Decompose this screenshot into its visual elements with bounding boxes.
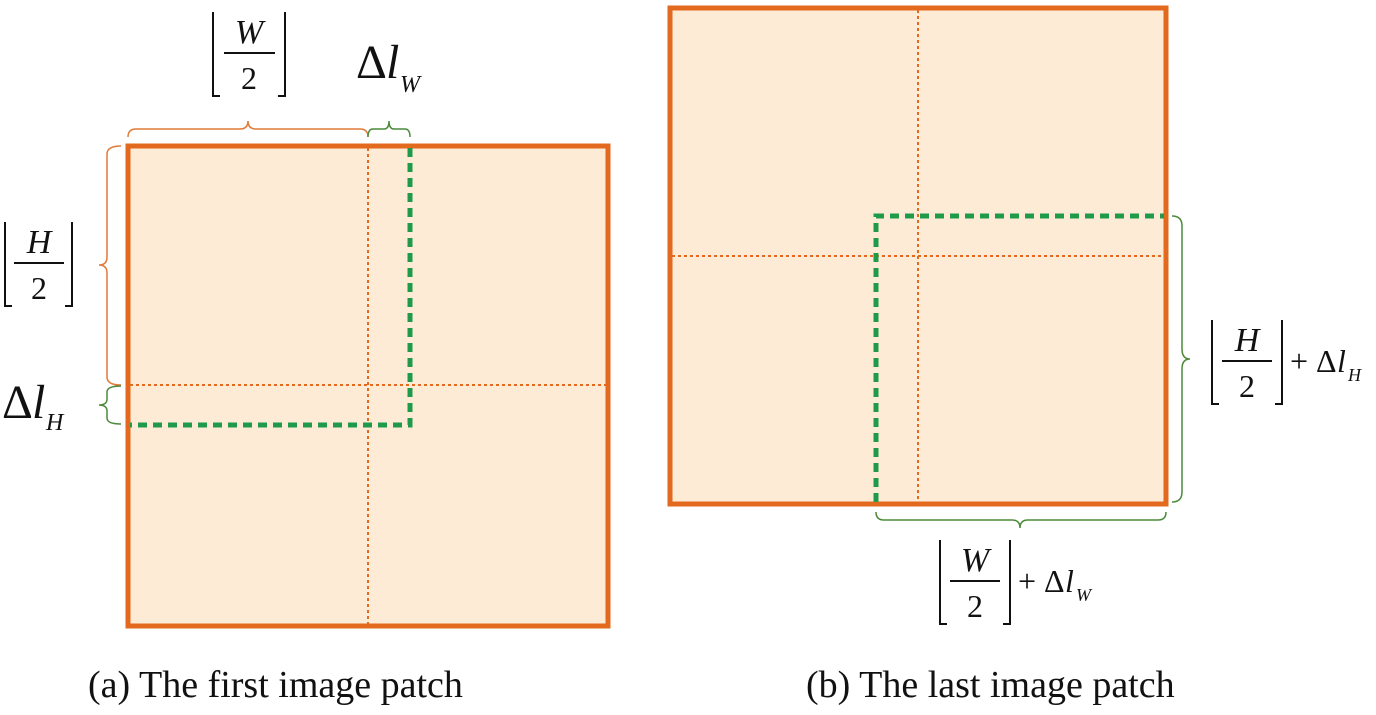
denominator: 2 <box>31 270 47 306</box>
denominator: 2 <box>967 588 983 624</box>
l-symbol: l <box>386 36 399 89</box>
panel-b-width-brace <box>875 511 1167 529</box>
panel-a-half-height-brace <box>98 145 122 386</box>
subscript: W <box>400 72 422 98</box>
panel-a-floor-w-over-2: W 2 <box>212 12 286 97</box>
numerator: H <box>26 224 54 261</box>
plus-sign: + <box>1290 343 1308 379</box>
panel-a-first-patch-outline <box>130 148 413 428</box>
panel-b-width-label: W 2 + Δ l W <box>939 540 1093 625</box>
panel-a-delta-h-brace <box>98 385 122 425</box>
numerator: W <box>961 542 992 579</box>
numerator: H <box>1234 322 1262 359</box>
plus-sign: + <box>1018 563 1036 599</box>
panel-a-caption: (a) The first image patch <box>88 664 463 706</box>
subscript: H <box>1347 365 1362 385</box>
l-symbol: l <box>32 376 45 429</box>
l-symbol: l <box>1065 563 1074 599</box>
panel-a-delta-lh-label: Δ l H <box>2 376 65 436</box>
panel-a-delta-w-brace <box>367 120 411 138</box>
subscript: H <box>45 410 65 436</box>
numerator: W <box>235 14 266 51</box>
subscript: W <box>1076 585 1093 605</box>
panel-a-image <box>125 143 611 629</box>
panel-b-last-patch-outline <box>873 213 1164 502</box>
delta-symbol: Δ <box>356 36 387 89</box>
delta-symbol: Δ <box>1316 343 1337 379</box>
panel-b-height-label: H 2 + Δ l H <box>1211 320 1362 405</box>
panel-a: W 2 Δ l W H 2 Δ l H (a) The first image … <box>2 12 611 706</box>
panel-b-caption: (b) The last image patch <box>806 664 1175 706</box>
panel-a-floor-h-over-2: H 2 <box>4 222 73 307</box>
delta-symbol: Δ <box>2 376 33 429</box>
panel-b: H 2 + Δ l H W 2 + Δ l W (b) The last ima… <box>667 5 1362 706</box>
panel-a-half-width-brace <box>127 120 369 138</box>
l-symbol: l <box>1337 343 1346 379</box>
denominator: 2 <box>1239 368 1255 404</box>
delta-symbol: Δ <box>1044 563 1065 599</box>
panel-a-delta-lw-label: Δ l W <box>356 36 422 98</box>
panel-b-height-brace <box>1171 215 1191 503</box>
denominator: 2 <box>241 60 257 96</box>
